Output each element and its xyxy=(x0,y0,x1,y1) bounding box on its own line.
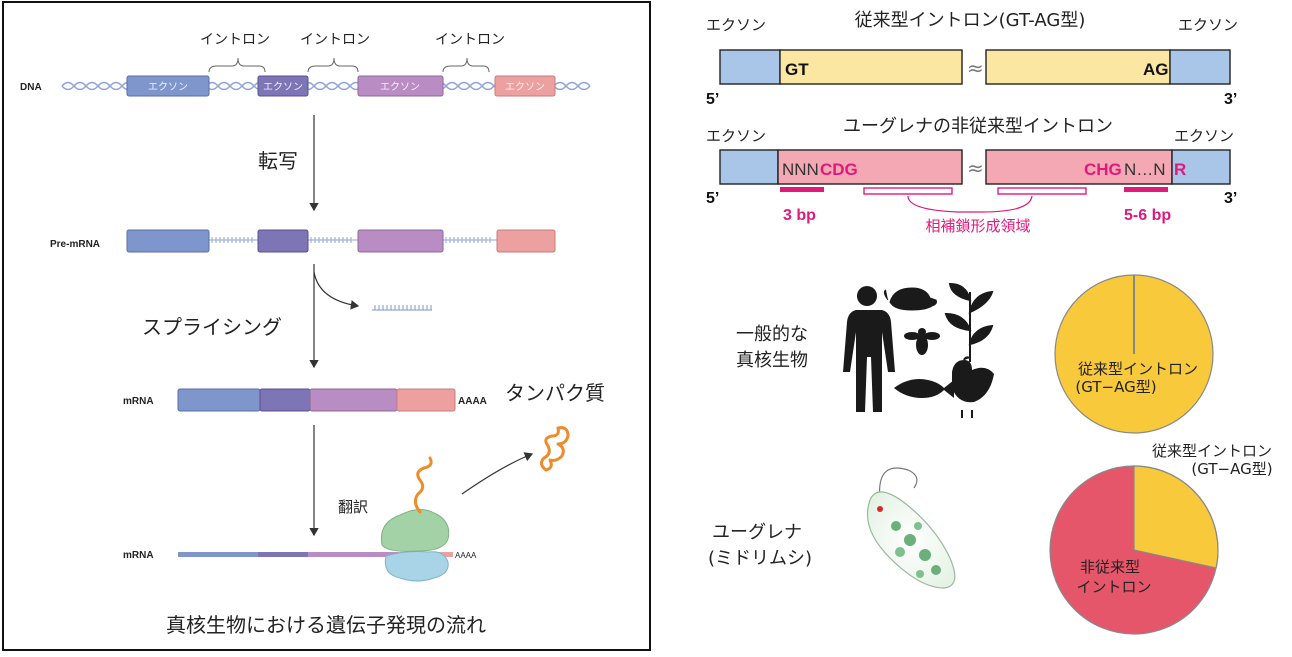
pre-mrna-exon-3 xyxy=(357,229,444,253)
general-eukaryote-line1: 一般的な xyxy=(736,324,808,345)
left-caption: 真核生物における遺伝子発現の流れ xyxy=(166,613,486,637)
bp-left-label: 3 bp xyxy=(783,207,816,224)
mrna-label: mRNA xyxy=(123,396,154,407)
pie-euglena-inside-line2: イントロン xyxy=(1076,578,1151,596)
translation-label: 翻訳 xyxy=(338,498,368,516)
mrna-exon-1 xyxy=(177,388,261,412)
complementary-connector xyxy=(907,195,1033,213)
noncanonical-intron-box-left xyxy=(777,149,963,185)
pre-mrna-exon-2 xyxy=(257,229,309,253)
bp-bar-left xyxy=(780,187,824,192)
pre-mrna-label: Pre-mRNA xyxy=(50,239,100,250)
pie-euglena-inside-line1: 非従来型 xyxy=(1080,558,1140,576)
intron-label-3: イントロン xyxy=(435,32,505,48)
dna-exon-label-1: エクソン xyxy=(148,81,188,93)
noncanonical-title: ユーグレナの非従来型イントロン xyxy=(843,116,1113,137)
mrna-polya-2: AAAA xyxy=(455,551,477,560)
human-silhouette-icon xyxy=(843,286,895,412)
pie-euglena-outside-line1: 従来型イントロン xyxy=(1152,442,1272,460)
canonical-exon-right: エクソン xyxy=(1178,16,1238,34)
noncanonical-exon-box-right xyxy=(1171,149,1231,185)
ag-label: AG xyxy=(1143,60,1169,79)
nascent-peptide xyxy=(413,456,433,514)
noncanonical-exon-box-left xyxy=(719,149,779,185)
pre-mrna-exon-1 xyxy=(126,229,210,253)
mrna-thin-seg-3 xyxy=(308,552,398,557)
protein-label: タンパク質 xyxy=(505,381,605,405)
canonical-exon-box-left xyxy=(719,49,781,85)
mouse-icon xyxy=(883,287,937,311)
bp-bar-right xyxy=(1124,187,1168,192)
canonical-exon-box-right xyxy=(1169,49,1231,85)
dna-exon-2 xyxy=(257,75,309,97)
dna-exon-label-2: エクソン xyxy=(263,81,303,93)
fly-icon xyxy=(904,328,940,355)
mrna-label-2: mRNA xyxy=(123,550,154,561)
n-dots-n-label: N…N xyxy=(1124,160,1166,179)
noncanonical-five-prime: 5’ xyxy=(706,190,719,207)
noncanonical-exon-left: エクソン xyxy=(706,127,766,145)
gt-label: GT xyxy=(785,60,809,79)
mrna-thin-seg-1 xyxy=(178,552,260,557)
canonical-exon-left: エクソン xyxy=(706,16,766,34)
mrna-polya: AAAA xyxy=(458,396,487,407)
euglena-line1: ユーグレナ xyxy=(712,522,802,543)
fish-icon xyxy=(894,379,954,398)
complementary-bar-right xyxy=(997,187,1087,195)
noncanonical-exon-right: エクソン xyxy=(1174,127,1234,145)
arrow-to-protein xyxy=(461,452,534,495)
noncanonical-three-prime: 3’ xyxy=(1224,190,1237,207)
canonical-intron-box-right xyxy=(985,49,1171,85)
pie-euglena-yellow-slice xyxy=(1133,465,1219,569)
noncanonical-intron-box-right xyxy=(985,149,1173,185)
gap-squiggle-2: ≈ xyxy=(967,156,984,180)
dna-exon-3 xyxy=(357,75,444,97)
folded-protein-icon xyxy=(539,426,570,472)
plant-icon xyxy=(944,282,994,362)
general-eukaryote-line2: 真核生物 xyxy=(736,350,808,371)
dna-exon-label-4: エクソン xyxy=(505,81,545,93)
mrna-thin-seg-2 xyxy=(258,552,308,557)
canonical-title: 従来型イントロン(GT-AG型) xyxy=(855,10,1086,31)
bp-right-label: 5-6 bp xyxy=(1124,207,1171,224)
canonical-five-prime: 5’ xyxy=(706,91,719,108)
complementary-bar-left xyxy=(863,187,953,195)
pie-general-label-line2: (GT−AG型) xyxy=(1075,378,1156,396)
mrna-exon-3 xyxy=(309,388,398,412)
cdg-label: CDG xyxy=(820,160,858,179)
ribosome-small-subunit xyxy=(384,551,449,582)
nnn-label: NNN xyxy=(782,160,819,179)
pre-mrna-exon-4 xyxy=(496,229,556,253)
canonical-intron-box-left xyxy=(779,49,963,85)
dna-exon-4 xyxy=(494,75,556,97)
left-panel-frame xyxy=(2,1,651,651)
dna-exon-1 xyxy=(126,75,210,97)
splicing-label: スプライシング xyxy=(142,315,282,339)
complementary-label: 相補鎖形成領域 xyxy=(925,217,1030,235)
pie-euglena xyxy=(1049,465,1219,635)
canonical-three-prime: 3’ xyxy=(1224,91,1237,108)
excised-intron xyxy=(372,305,432,311)
arrow-excised-intron xyxy=(313,271,360,310)
dna-label: DNA xyxy=(20,82,42,93)
euglena-line2: (ミドリムシ) xyxy=(708,548,812,569)
mrna-exon-4 xyxy=(396,388,456,412)
pre-mrna-intron-ticks xyxy=(209,237,497,243)
chg-label: CHG xyxy=(1084,160,1122,179)
pie-general-label-line1: 従来型イントロン xyxy=(1078,360,1198,378)
intron-label-1: イントロン xyxy=(200,32,270,48)
pie-general xyxy=(1054,274,1214,434)
r-label: R xyxy=(1174,160,1186,179)
mrna-exon-2 xyxy=(259,388,311,412)
chicken-icon xyxy=(952,356,994,418)
gap-squiggle-1: ≈ xyxy=(967,56,984,80)
transcription-label: 転写 xyxy=(258,149,298,173)
euglena-cell-icon xyxy=(866,467,956,589)
ribosome-large-subunit xyxy=(380,509,450,552)
pie-euglena-outside-line2: (GT−AG型) xyxy=(1191,460,1272,478)
intron-label-2: イントロン xyxy=(300,32,370,48)
intron-braces xyxy=(208,57,490,73)
dna-exon-label-3: エクソン xyxy=(380,81,420,93)
